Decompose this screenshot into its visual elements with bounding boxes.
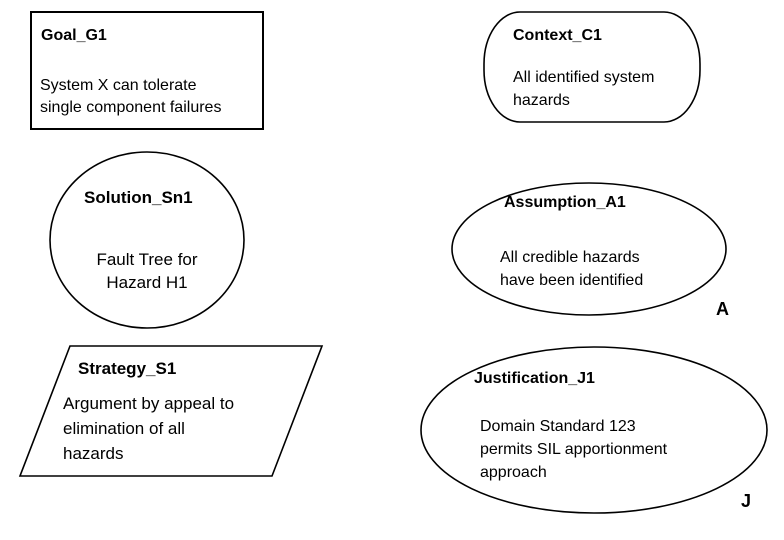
- goal-text-line-2: single component failures: [40, 99, 222, 116]
- context-id: Context_C1: [513, 27, 602, 44]
- justification-marker: J: [741, 491, 752, 511]
- solution-text-line-1: Fault Tree for: [96, 250, 198, 269]
- assumption-text-line-1: All credible hazards: [500, 249, 640, 266]
- justification-text-line-3: approach: [480, 464, 547, 481]
- assumption-id: Assumption_A1: [504, 194, 626, 211]
- strategy-id: Strategy_S1: [78, 359, 177, 378]
- strategy-text-line-2: elimination of all: [63, 419, 185, 438]
- justification-text-line-1: Domain Standard 123: [480, 418, 636, 435]
- context-shape: [483, 11, 701, 123]
- justification-text-line-2: permits SIL apportionment: [480, 441, 668, 458]
- justification-id: Justification_J1: [474, 370, 595, 387]
- strategy-text-line-3: hazards: [63, 444, 124, 463]
- solution-text-line-2: Hazard H1: [106, 273, 188, 292]
- context-text-line-1: All identified system: [513, 69, 655, 86]
- assumption-shape: [451, 182, 727, 316]
- goal-text-line-1: System X can tolerate: [40, 77, 197, 94]
- solution-shape: [49, 151, 245, 329]
- assumption-text-line-2: have been identified: [500, 272, 644, 289]
- strategy-shape: [18, 345, 324, 477]
- solution-id: Solution_Sn1: [84, 188, 193, 207]
- context-text-line-2: hazards: [513, 92, 570, 109]
- justification-shape: [420, 346, 768, 514]
- assumption-marker: A: [716, 299, 729, 319]
- goal-id: Goal_G1: [41, 27, 107, 44]
- strategy-text-line-1: Argument by appeal to: [63, 394, 235, 413]
- goal-shape: [30, 11, 264, 130]
